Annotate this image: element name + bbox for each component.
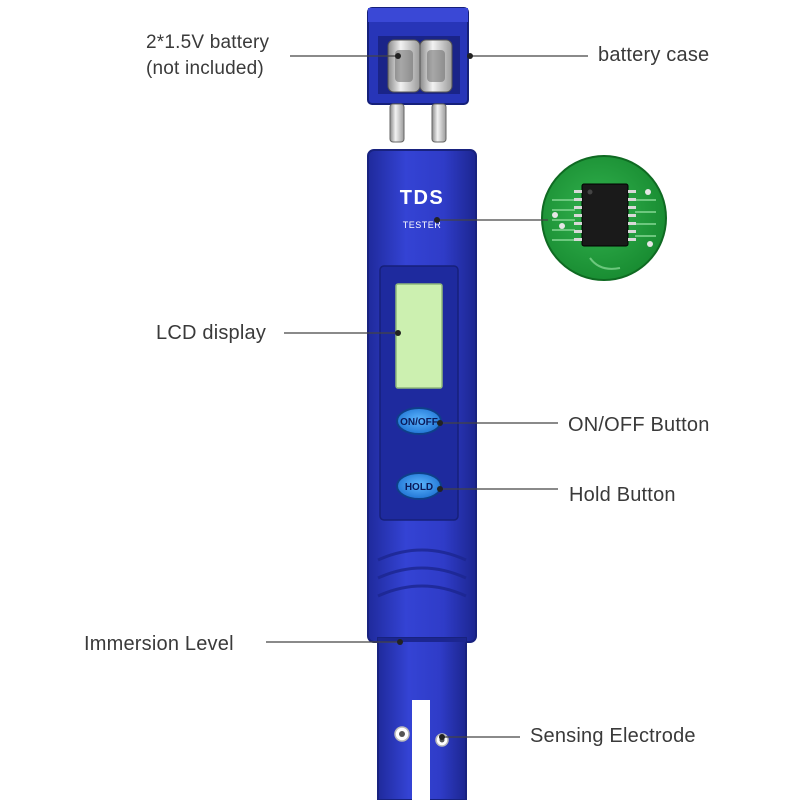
battery-callout-line1: 2*1.5V battery (146, 32, 270, 53)
grip-ridges (377, 548, 467, 598)
on-off-button[interactable]: ON/OFF (396, 407, 442, 435)
callout-lines (266, 53, 588, 740)
hold-button-callout: Hold Button (569, 484, 676, 506)
battery-callout: 2*1.5V battery (not included) (146, 30, 269, 82)
tester-body: ON/OFF HOLD TDS TESTER (367, 149, 477, 643)
battery-cells (387, 39, 453, 93)
model-text: TESTER (403, 220, 442, 230)
on-off-button-callout: ON/OFF Button (568, 414, 710, 436)
battery-case-callout: battery case (598, 44, 710, 66)
lcd-screen (395, 283, 443, 389)
pcb-inset (541, 155, 667, 281)
on-off-button-label: ON/OFF (400, 417, 438, 428)
sensing-electrode-callout: Sensing Electrode (530, 725, 696, 747)
lcd-display-callout: LCD display (156, 322, 267, 344)
immersion-level-callout: Immersion Level (84, 633, 234, 655)
battery-callout-line2: (not included) (146, 58, 264, 79)
hold-button[interactable]: HOLD (396, 472, 442, 500)
hold-button-label: HOLD (405, 482, 433, 493)
battery-case (367, 7, 469, 143)
brand-text: TDS (400, 187, 445, 209)
probe (377, 637, 467, 800)
